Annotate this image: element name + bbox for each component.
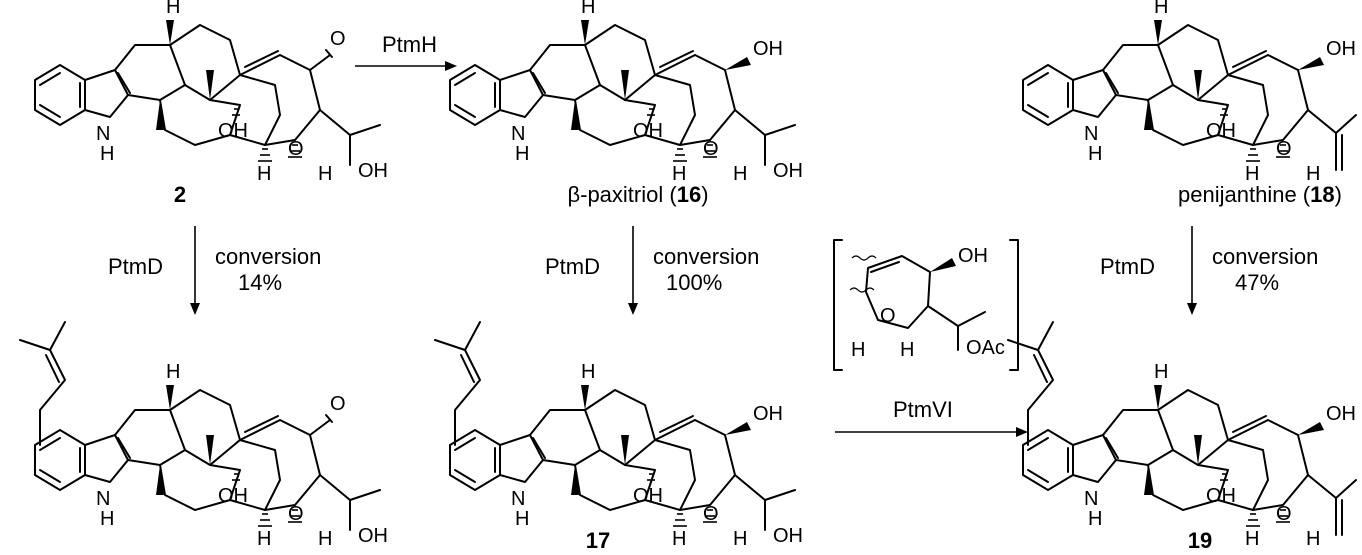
atom-oh: OH: [958, 245, 988, 267]
compound-16: H N H OH O H H OH OH: [449, 0, 803, 185]
atom-h: H: [515, 143, 529, 165]
atom-oh: OH: [218, 485, 248, 507]
conversion-label: conversion: [653, 244, 759, 269]
atom-o: O: [880, 305, 896, 327]
atom-h: H: [515, 508, 529, 530]
atom-h: H: [166, 0, 180, 18]
compound-17-label: 17: [586, 528, 610, 553]
atom-oh: OH: [218, 120, 248, 142]
atom-h: H: [1088, 508, 1102, 530]
atom-o: O: [288, 138, 304, 160]
compound-18-label: penijanthine (18): [1178, 182, 1342, 207]
compound-19-label: 19: [1188, 528, 1212, 553]
atom-oh: OH: [358, 525, 388, 547]
arrow-ptmh: PtmH: [355, 32, 457, 71]
atom-oh: OH: [773, 160, 803, 182]
enzyme-label: PtmD: [545, 254, 600, 279]
atom-h: H: [1088, 143, 1102, 165]
atom-o: O: [288, 503, 304, 525]
atom-h: H: [1245, 528, 1259, 550]
atom-nh: N: [96, 123, 110, 145]
atom-h: H: [900, 339, 914, 361]
compound-16-label: β-paxitriol (16): [567, 182, 708, 207]
enzyme-label: PtmVI: [893, 397, 953, 422]
compound-18: H N H OH O H H OH: [1022, 0, 1357, 185]
atom-nh: N: [1084, 123, 1098, 145]
atom-oh: OH: [1326, 38, 1356, 60]
atom-h: H: [100, 508, 114, 530]
atom-o: O: [330, 28, 346, 50]
compound-2: H N H OH O H H O OH: [34, 0, 388, 185]
conversion-value: 14%: [238, 270, 282, 295]
atom-h: H: [672, 528, 686, 550]
atom-oh: OH: [1206, 120, 1236, 142]
compound-17: H N H OH O H H OH OH: [434, 321, 803, 550]
atom-h: H: [100, 143, 114, 165]
arrow-ptmd-2: PtmD conversion 14%: [108, 226, 321, 315]
atom-h: H: [318, 163, 332, 185]
enzyme-label: PtmH: [382, 32, 437, 57]
atom-h: H: [257, 528, 271, 550]
atom-oh: OH: [753, 403, 783, 425]
arrow-ptmd-18: PtmD conversion 47%: [1100, 226, 1318, 315]
atom-h: H: [581, 361, 595, 383]
atom-h: H: [733, 163, 747, 185]
compound-2-label: 2: [174, 182, 186, 207]
atom-h: H: [1245, 163, 1259, 185]
arrow-ptmd-16: PtmD conversion 100%: [545, 226, 759, 315]
atom-o: O: [1276, 503, 1292, 525]
atom-h: H: [1306, 528, 1320, 550]
atom-nh: N: [1084, 488, 1098, 510]
atom-oh: OH: [1326, 403, 1356, 425]
atom-oh: OH: [633, 120, 663, 142]
atom-h: H: [166, 361, 180, 383]
atom-h: H: [672, 163, 686, 185]
atom-o: O: [703, 138, 719, 160]
atom-nh: N: [511, 488, 525, 510]
atom-oh: OH: [633, 485, 663, 507]
atom-h: H: [318, 528, 332, 550]
atom-h: H: [1154, 0, 1168, 18]
atom-h: H: [733, 528, 747, 550]
enzyme-label: PtmD: [1100, 254, 1155, 279]
atom-oh: OH: [1206, 485, 1236, 507]
atom-h: H: [851, 339, 865, 361]
atom-h: H: [1306, 163, 1320, 185]
atom-h: H: [581, 0, 595, 18]
compound-19: H N H OH O H H OH: [1007, 321, 1357, 550]
atom-o: O: [330, 393, 346, 415]
conversion-value: 100%: [666, 270, 722, 295]
acetate-intermediate: OH O OAc H H: [833, 239, 1019, 371]
atom-nh: N: [96, 488, 110, 510]
conversion-label: conversion: [215, 244, 321, 269]
conversion-label: conversion: [1212, 244, 1318, 269]
atom-oh: OH: [753, 38, 783, 60]
atom-h: H: [1154, 361, 1168, 383]
compound-2-prenylated: H N H OH O H H O OH: [19, 321, 388, 550]
enzyme-label: PtmD: [108, 254, 163, 279]
atom-o: O: [1276, 138, 1292, 160]
arrow-ptmvi: PtmVI: [835, 397, 1028, 437]
atom-oac: OAc: [966, 337, 1005, 359]
atom-oh: OH: [773, 525, 803, 547]
atom-oh: OH: [358, 160, 388, 182]
atom-o: O: [703, 503, 719, 525]
conversion-value: 47%: [1235, 270, 1279, 295]
atom-nh: N: [511, 123, 525, 145]
atom-h: H: [257, 163, 271, 185]
